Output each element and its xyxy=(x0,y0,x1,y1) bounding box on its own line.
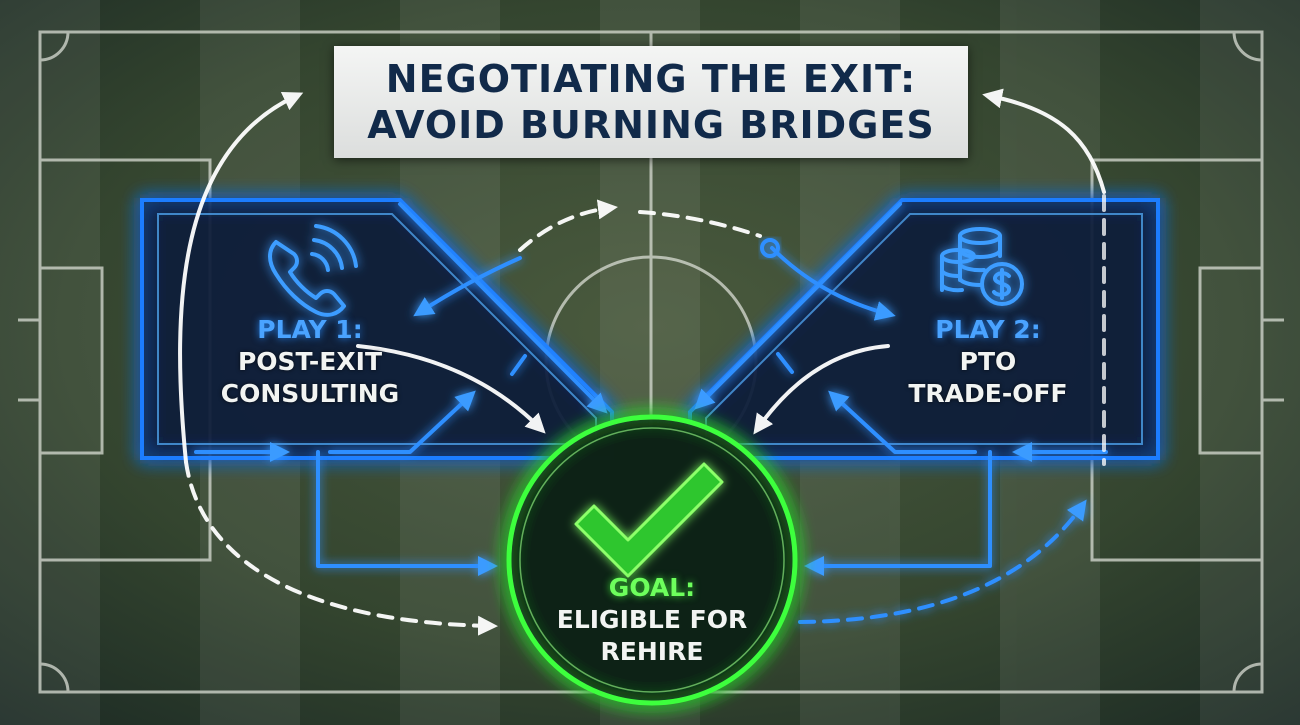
arrow-to-play1-curve xyxy=(413,256,522,317)
play1-label: PLAY 1: POST-EXIT CONSULTING xyxy=(190,314,430,410)
coins-dollar-icon xyxy=(940,227,1024,306)
play-marker-dot xyxy=(760,238,780,258)
play2-desc-line-1: PTO xyxy=(959,347,1017,376)
arrow-to-play2-curve xyxy=(770,246,896,321)
arrow-play2-lower-route xyxy=(804,450,992,576)
arrow-play2-to-goal-curve xyxy=(753,344,890,435)
phone-icon xyxy=(268,224,358,317)
arrow-left-dashed-to-goal xyxy=(184,460,498,636)
play1-desc-line-1: POST-EXIT xyxy=(237,347,383,376)
arrow-centre-dashed-arc-right xyxy=(638,210,762,238)
play2-name: PLAY 2: xyxy=(935,315,1041,344)
play2-desc-line-2: TRADE-OFF xyxy=(908,379,1068,408)
arrow-right-loop-to-title xyxy=(982,88,1106,194)
title-line-1: NEGOTIATING THE EXIT: xyxy=(385,57,917,101)
title-line-2: AVOID BURNING BRIDGES xyxy=(367,103,935,147)
arrow-goal-to-right-dashed xyxy=(798,499,1087,624)
arrow-play2-to-goal-diagonal xyxy=(694,202,902,410)
arrow-play1-to-goal-curve xyxy=(356,344,546,434)
title-banner: NEGOTIATING THE EXIT: AVOID BURNING BRID… xyxy=(334,46,968,158)
arrow-play1-to-goal-diagonal xyxy=(398,202,608,414)
play2-label: PLAY 2: PTO TRADE-OFF xyxy=(868,314,1108,410)
arrow-centre-dashed-arc xyxy=(518,199,618,252)
arrow-play2-upturn xyxy=(828,390,977,454)
goal-desc-line-2: REHIRE xyxy=(600,637,704,666)
checkmark-icon xyxy=(574,462,724,578)
goal-desc-line-1: ELIGIBLE FOR xyxy=(556,605,748,634)
dash-right-centre xyxy=(776,352,794,374)
play1-desc-line-2: CONSULTING xyxy=(220,379,400,408)
arrow-left-loop-to-title xyxy=(178,92,304,464)
goal-label: GOAL: ELIGIBLE FOR REHIRE xyxy=(532,572,772,668)
goal-name: GOAL: xyxy=(608,573,696,602)
dash-left-centre xyxy=(510,354,527,376)
arrow-play1-upturn xyxy=(328,390,476,454)
play1-name: PLAY 1: xyxy=(257,315,363,344)
goal-circle xyxy=(506,414,798,706)
arrow-play1-lower-route xyxy=(316,450,498,576)
